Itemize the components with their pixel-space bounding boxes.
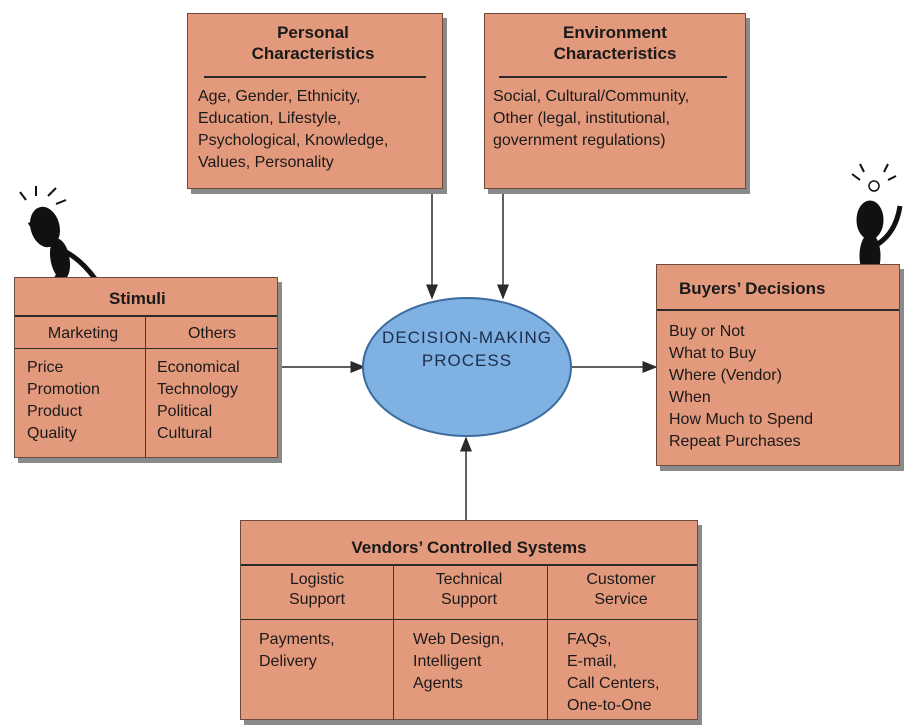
personal-title-rule: [204, 76, 426, 78]
stimuli-marketing-item: Product: [27, 403, 83, 420]
personal-line: Education, Lifestyle,: [198, 110, 342, 127]
buyers-decision-item: Buy or Not: [669, 323, 745, 340]
vendors-logistic-item: Payments,: [259, 631, 335, 648]
stimuli-marketing-item: Quality: [27, 425, 77, 442]
vendors-customer-item: One-to-One: [567, 697, 652, 714]
buyers-decision-item: Where (Vendor): [669, 367, 782, 384]
personal-line: Values, Personality: [198, 154, 334, 171]
decision-process-label: DECISION-MAKING PROCESS: [382, 328, 552, 370]
stimuli-title: Stimuli: [109, 289, 166, 308]
vendors-controlled-systems-box: Vendors’ Controlled Systems Logistic Sup…: [240, 520, 698, 720]
vendors-col-customer-head: Customer Service: [586, 571, 656, 608]
stimuli-others-item: Technology: [157, 381, 238, 398]
buyers-decision-item: What to Buy: [669, 345, 757, 362]
environment-line: government regulations): [493, 132, 666, 149]
vendors-col-logistic-head: Logistic Support: [288, 571, 346, 608]
vendors-logistic-item: Delivery: [259, 653, 317, 670]
personal-characteristics-list: Age, Gender, Ethnicity, Education, Lifes…: [198, 86, 388, 174]
stimuli-marketing-item: Promotion: [27, 381, 100, 398]
vendors-customer-item: FAQs,: [567, 631, 612, 648]
stimuli-others-item: Political: [157, 403, 213, 420]
vendors-technical-list: Web Design, Intelligent Agents: [413, 629, 504, 695]
buyers-title-rule: [657, 309, 899, 311]
personal-characteristics-box: Personal Characteristics Age, Gender, Et…: [187, 13, 443, 189]
stimuli-column-divider: [145, 315, 146, 458]
environment-line: Other (legal, institutional,: [493, 110, 670, 127]
buyers-decision-item: When: [669, 389, 711, 406]
buyers-decision-item: How Much to Spend: [669, 411, 814, 428]
stimuli-others-item: Cultural: [157, 425, 213, 442]
environment-characteristics-box: Environment Characteristics Social, Cult…: [484, 13, 746, 189]
personal-characteristics-title: Personal Characteristics: [251, 23, 375, 63]
environment-characteristics-title: Environment Characteristics: [553, 23, 677, 63]
vendors-technical-item: Web Design,: [413, 631, 505, 648]
vendors-customer-item: E-mail,: [567, 653, 617, 670]
vendors-title: Vendors’ Controlled Systems: [351, 538, 587, 557]
vendors-technical-item: Intelligent: [413, 653, 482, 670]
stimuli-header-rule: [15, 348, 277, 349]
environment-line: Social, Cultural/Community,: [493, 88, 690, 105]
stimuli-col-others-head: Others: [187, 325, 236, 342]
stimuli-box: Stimuli Marketing Others Price Promotion…: [14, 277, 278, 458]
stimuli-marketing-item: Price: [27, 359, 64, 376]
environment-title-rule: [499, 76, 727, 78]
decision-process-ellipse: [362, 297, 572, 437]
buyers-decisions-box: Buyers’ Decisions Buy or Not What to Buy…: [656, 264, 900, 466]
personal-line: Age, Gender, Ethnicity,: [198, 88, 361, 105]
personal-line: Psychological, Knowledge,: [198, 132, 389, 149]
buyers-decisions-list: Buy or Not What to Buy Where (Vendor) Wh…: [669, 321, 813, 453]
vendors-customer-list: FAQs, E-mail, Call Centers, One-to-One: [567, 629, 659, 717]
environment-characteristics-list: Social, Cultural/Community, Other (legal…: [493, 86, 689, 152]
vendors-customer-item: Call Centers,: [567, 675, 660, 692]
vendors-logistic-list: Payments, Delivery: [259, 629, 335, 673]
buyers-decisions-title: Buyers’ Decisions: [679, 279, 826, 298]
vendors-col-technical-head: Technical Support: [435, 571, 503, 608]
stimuli-others-list: Economical Technology Political Cultural: [157, 357, 240, 445]
stimuli-marketing-list: Price Promotion Product Quality: [27, 357, 100, 445]
vendors-title-rule: [241, 564, 697, 566]
vendors-technical-item: Agents: [413, 675, 463, 692]
vendors-divider-1: [393, 564, 394, 720]
vendors-header-rule: [241, 619, 697, 620]
stimuli-others-item: Economical: [157, 359, 240, 376]
stimuli-col-marketing-head: Marketing: [47, 325, 119, 342]
buyers-decision-item: Repeat Purchases: [669, 433, 801, 450]
vendors-divider-2: [547, 564, 548, 720]
stimuli-title-rule: [15, 315, 277, 317]
